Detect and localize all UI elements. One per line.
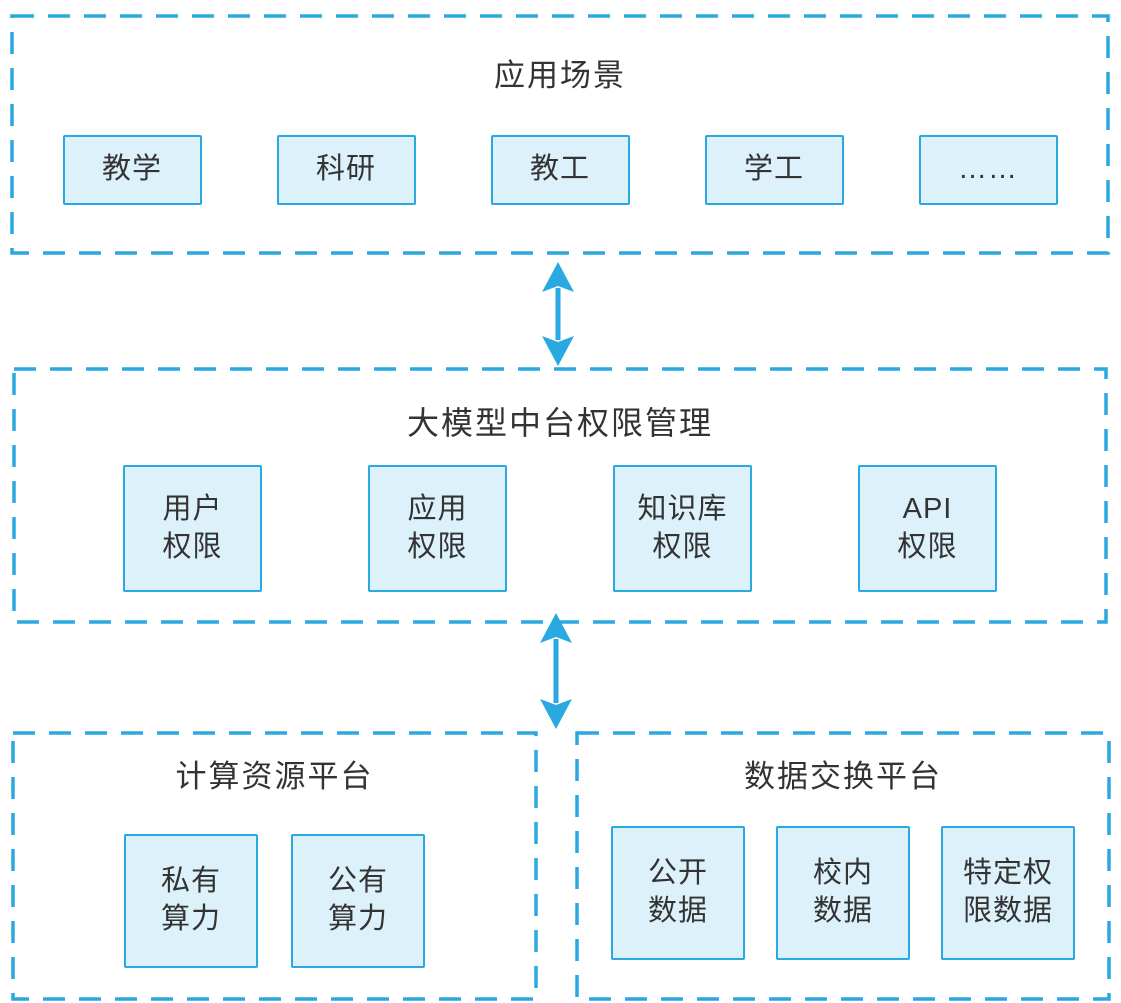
box-private-compute: 私有 算力 bbox=[124, 834, 258, 968]
section-title-permission-platform: 大模型中台权限管理 bbox=[406, 405, 713, 441]
section-title-app-scenarios: 应用场景 bbox=[494, 58, 626, 93]
section-data-platform: 数据交换平台 公开 数据 校内 数据 特定权 限数据 bbox=[575, 731, 1111, 1001]
box-students: 学工 bbox=[704, 135, 844, 205]
permission-box-row: 用户 权限 应用 权限 知识库 权限 API 权限 bbox=[12, 465, 1108, 592]
double-arrow-icon-bottom bbox=[540, 613, 572, 729]
box-api-permission: API 权限 bbox=[858, 465, 997, 592]
section-app-scenarios: 应用场景 教学 科研 教工 学工 …… bbox=[10, 14, 1110, 255]
data-box-row: 公开 数据 校内 数据 特定权 限数据 bbox=[575, 826, 1111, 960]
section-compute-platform: 计算资源平台 私有 算力 公有 算力 bbox=[11, 731, 538, 1001]
box-campus-data: 校内 数据 bbox=[776, 826, 910, 960]
section-title-compute-platform: 计算资源平台 bbox=[175, 759, 374, 794]
box-research: 科研 bbox=[276, 135, 416, 205]
box-app-permission: 应用 权限 bbox=[368, 465, 507, 592]
box-teaching: 教学 bbox=[62, 135, 202, 205]
box-user-permission: 用户 权限 bbox=[123, 465, 262, 592]
box-ellipsis: …… bbox=[918, 135, 1058, 205]
section-permission-platform: 大模型中台权限管理 用户 权限 应用 权限 知识库 权限 API 权限 bbox=[12, 367, 1108, 624]
section-title-data-platform: 数据交换平台 bbox=[744, 759, 942, 794]
app-scenarios-box-row: 教学 科研 教工 学工 …… bbox=[10, 135, 1110, 205]
box-public-data: 公开 数据 bbox=[611, 826, 745, 960]
box-faculty: 教工 bbox=[490, 135, 630, 205]
box-public-compute: 公有 算力 bbox=[291, 834, 425, 968]
compute-box-row: 私有 算力 公有 算力 bbox=[11, 834, 538, 968]
box-restricted-data: 特定权 限数据 bbox=[941, 826, 1075, 960]
double-arrow-icon-top bbox=[542, 262, 574, 366]
box-knowledge-permission: 知识库 权限 bbox=[613, 465, 752, 592]
